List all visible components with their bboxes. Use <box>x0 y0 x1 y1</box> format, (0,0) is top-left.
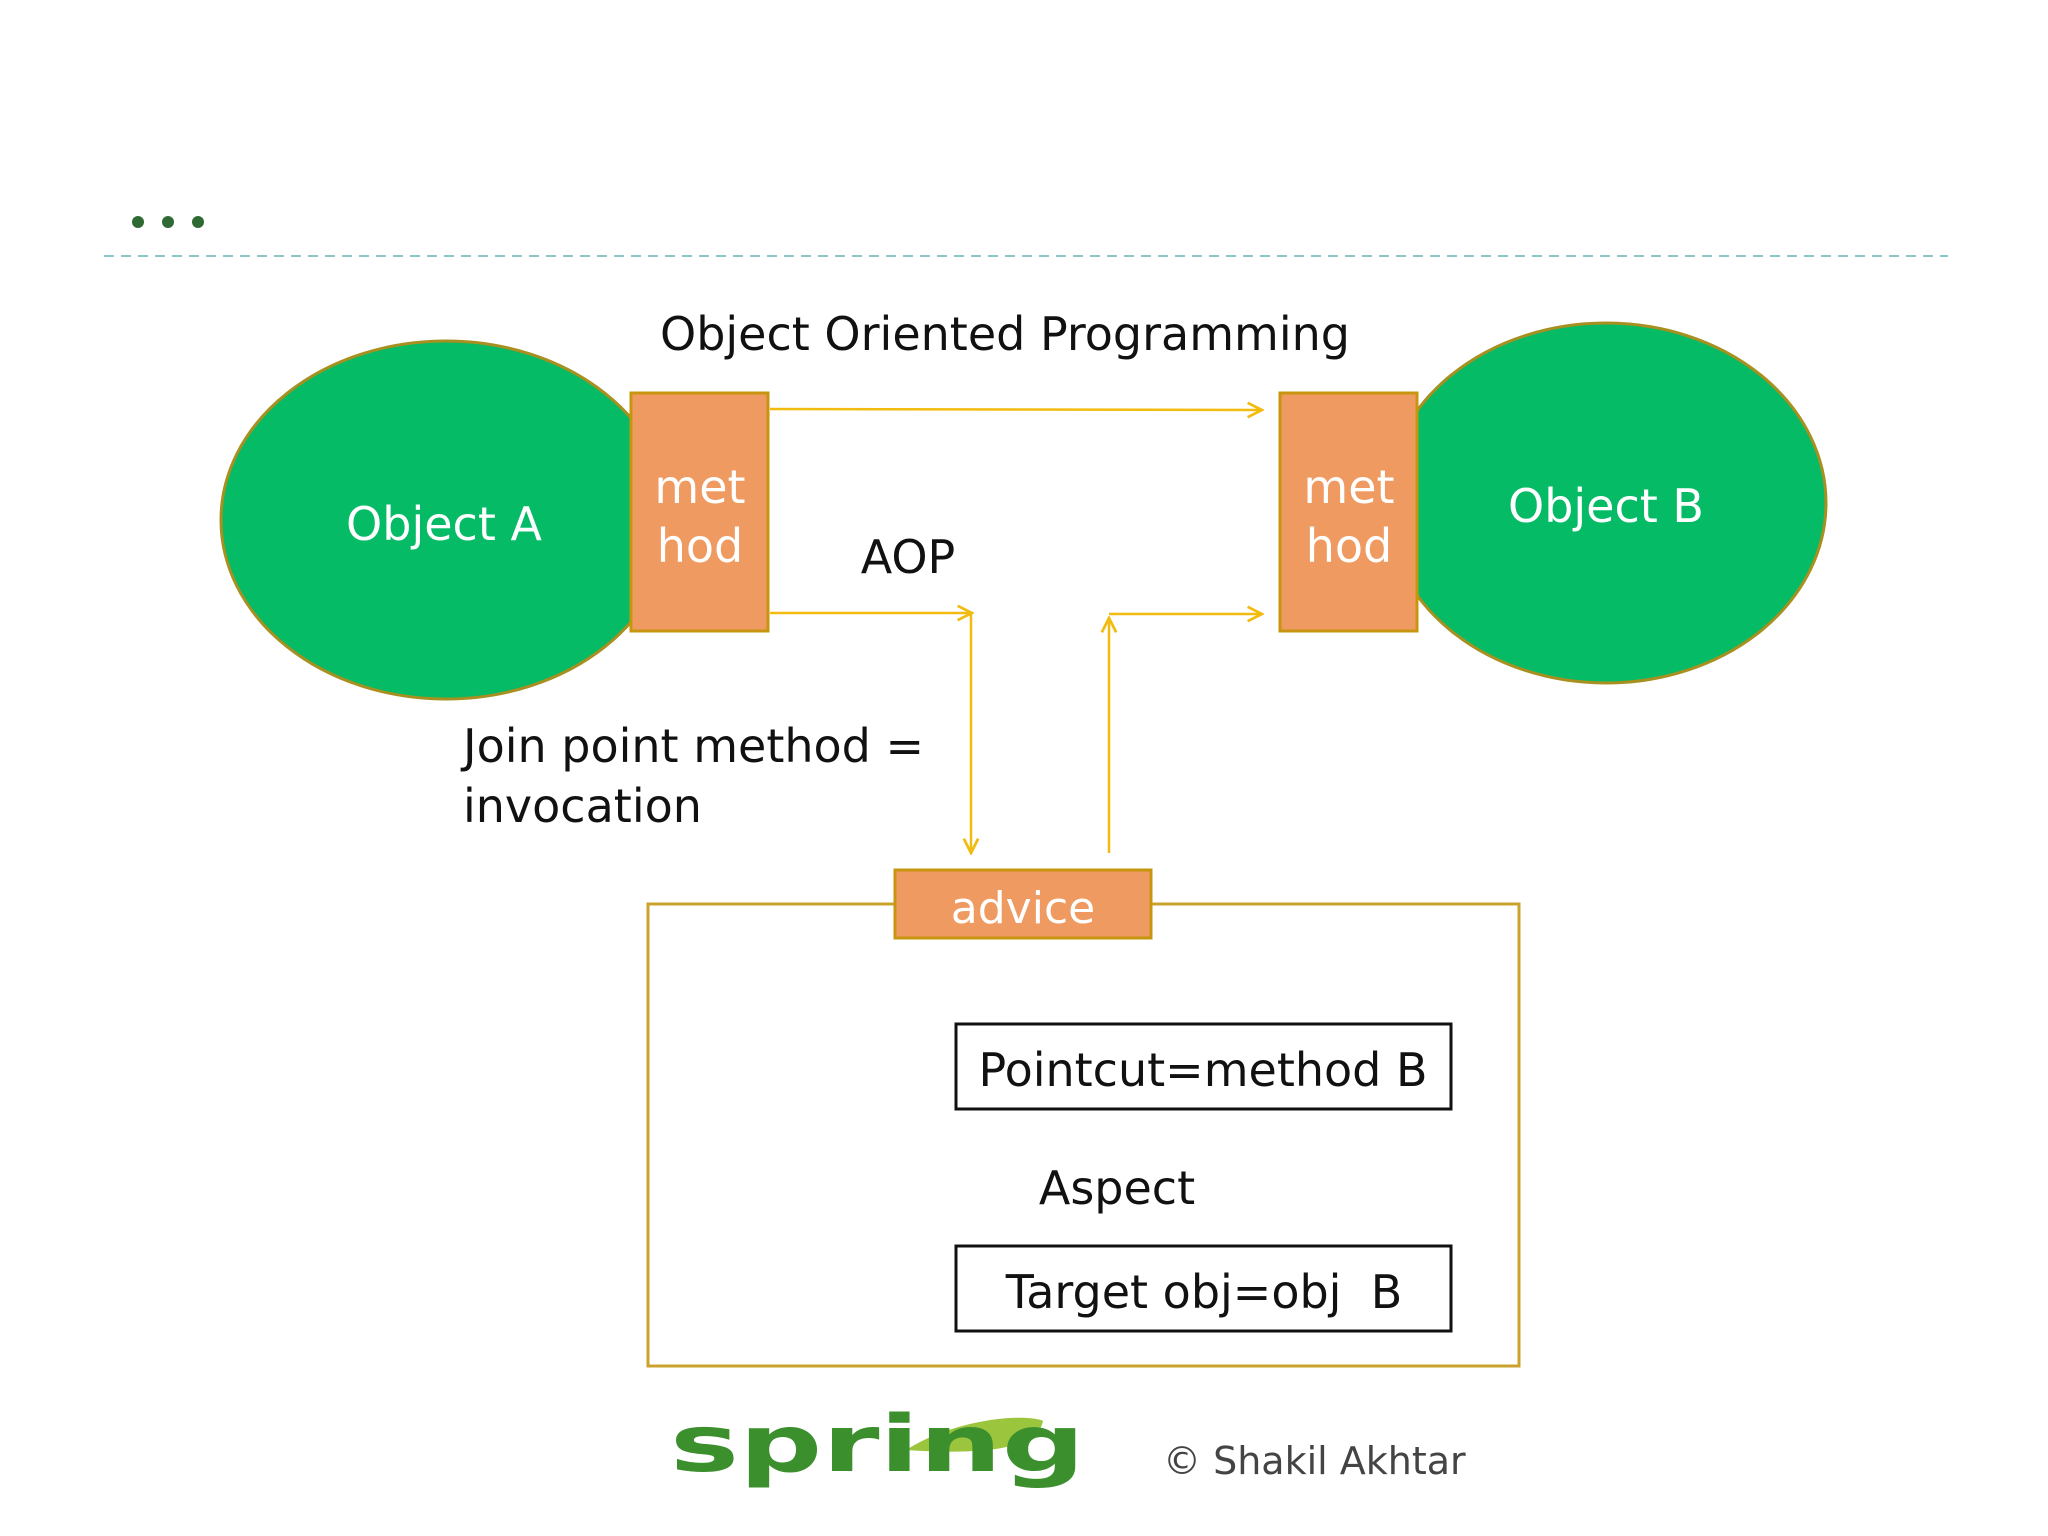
advice-box <box>893 868 1153 940</box>
method-box-b <box>1278 391 1419 633</box>
oop-arrow <box>769 409 1262 410</box>
spring-logo-text: spring <box>670 1400 1085 1490</box>
aspect-label: Aspect <box>1039 1161 1195 1215</box>
slide-bullet-dots <box>132 216 204 228</box>
method-a-line2: hod <box>657 519 744 573</box>
advice-label: advice <box>951 883 1095 934</box>
spring-logo: spring <box>670 1400 1085 1490</box>
method-box-a <box>629 391 770 633</box>
pointcut-label: Pointcut=method B <box>978 1043 1427 1097</box>
method-b-line1: met <box>1303 460 1394 514</box>
target-label: Target obj=obj B <box>1005 1265 1403 1319</box>
method-b-line2: hod <box>1306 519 1393 573</box>
method-a-line1: met <box>654 460 745 514</box>
oop-label: Object Oriented Programming <box>660 307 1350 361</box>
copyright-text: © Shakil Akhtar <box>1163 1439 1466 1483</box>
join-point-line1: Join point method = <box>460 719 924 773</box>
object-a-label: Object A <box>346 497 542 551</box>
pointcut-box <box>954 1022 1453 1111</box>
spring-leaf-icon <box>906 1417 1043 1452</box>
target-box <box>954 1244 1453 1333</box>
aop-label: AOP <box>861 530 956 584</box>
join-point-line2: invocation <box>463 779 702 833</box>
object-b-label: Object B <box>1508 479 1704 533</box>
